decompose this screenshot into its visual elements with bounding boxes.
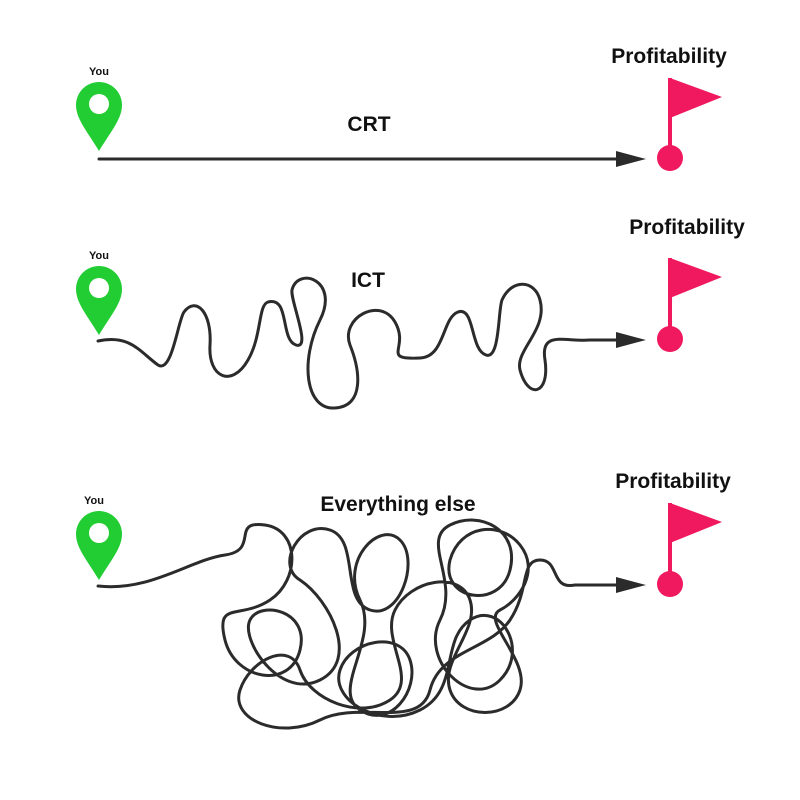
row-everything-else: You Everything else Profitability xyxy=(76,470,731,730)
goal-label: Profitability xyxy=(629,216,745,239)
tangled-path xyxy=(96,518,620,730)
method-label: ICT xyxy=(351,269,385,292)
start-label: You xyxy=(89,250,109,262)
method-label: CRT xyxy=(347,113,390,136)
flag-icon xyxy=(657,503,722,597)
row-ict: You ICT Profitability xyxy=(76,216,745,410)
flag-icon xyxy=(657,258,722,352)
method-label: Everything else xyxy=(320,493,475,516)
arrowhead-icon xyxy=(616,151,646,167)
arrowhead-icon xyxy=(616,332,646,348)
start-label: You xyxy=(89,66,109,78)
map-pin-icon xyxy=(76,511,122,580)
goal-label: Profitability xyxy=(615,470,731,493)
map-pin-icon xyxy=(76,82,122,151)
flag-icon xyxy=(657,78,722,171)
row-crt: You CRT Profitability xyxy=(76,45,727,171)
map-pin-icon xyxy=(76,266,122,335)
start-label: You xyxy=(84,495,104,507)
arrowhead-icon xyxy=(616,577,646,593)
wavy-path xyxy=(96,276,620,410)
goal-label: Profitability xyxy=(611,45,727,68)
